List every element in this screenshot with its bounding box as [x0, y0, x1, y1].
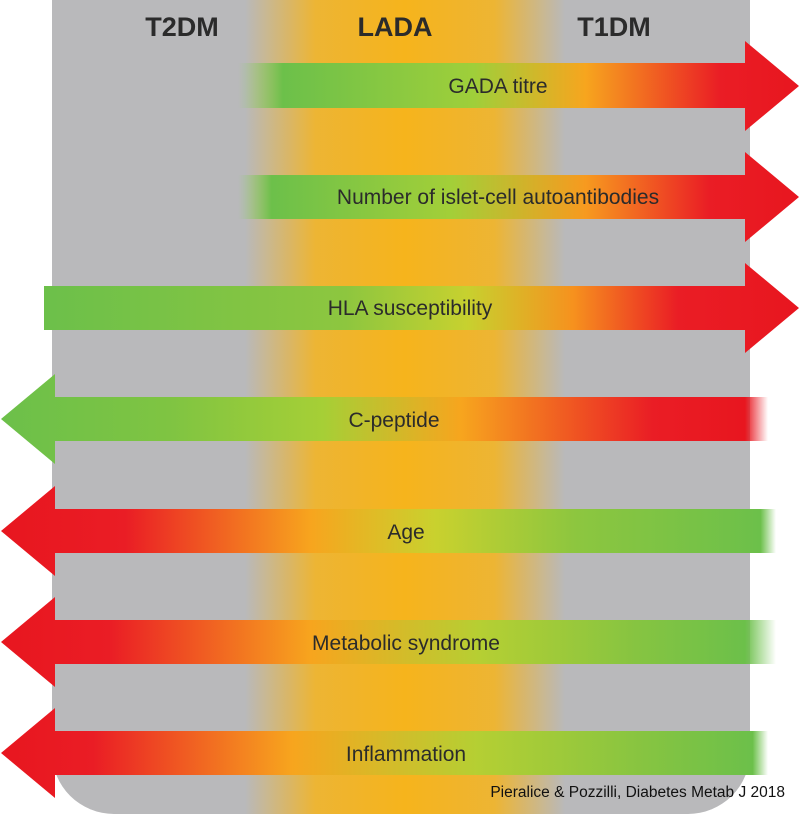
citation: Pieralice & Pozzilli, Diabetes Metab J 2… — [490, 784, 785, 801]
arrow-label: Number of islet-cell autoantibodies — [337, 186, 659, 209]
arrow-shape — [238, 41, 799, 131]
arrow-shape — [1, 486, 776, 576]
arrow-shape — [238, 152, 799, 242]
arrow-metabolic-syndrome: Metabolic syndrome — [1, 597, 776, 687]
arrow-label: Inflammation — [346, 743, 466, 766]
column-header-t2dm: T2DM — [145, 12, 219, 42]
arrow-shape — [1, 708, 768, 798]
arrow-age: Age — [1, 486, 776, 576]
arrow-c-peptide: C-peptide — [1, 374, 768, 464]
column-header-lada: LADA — [358, 12, 433, 42]
arrow-label: Metabolic syndrome — [312, 632, 500, 655]
arrow-number-of-islet-cell-autoantibodies: Number of islet-cell autoantibodies — [238, 152, 799, 242]
arrow-shape — [1, 597, 776, 687]
arrow-shape — [1, 374, 768, 464]
arrow-label: Age — [387, 521, 424, 544]
arrow-label: HLA susceptibility — [328, 297, 493, 320]
column-header-t1dm: T1DM — [577, 12, 651, 42]
arrow-label: GADA titre — [448, 75, 547, 98]
arrow-gada-titre: GADA titre — [238, 41, 799, 131]
arrow-hla-susceptibility: HLA susceptibility — [44, 263, 799, 353]
arrow-shape — [44, 263, 799, 353]
arrow-inflammation: Inflammation — [1, 708, 768, 798]
arrow-label: C-peptide — [348, 409, 439, 432]
